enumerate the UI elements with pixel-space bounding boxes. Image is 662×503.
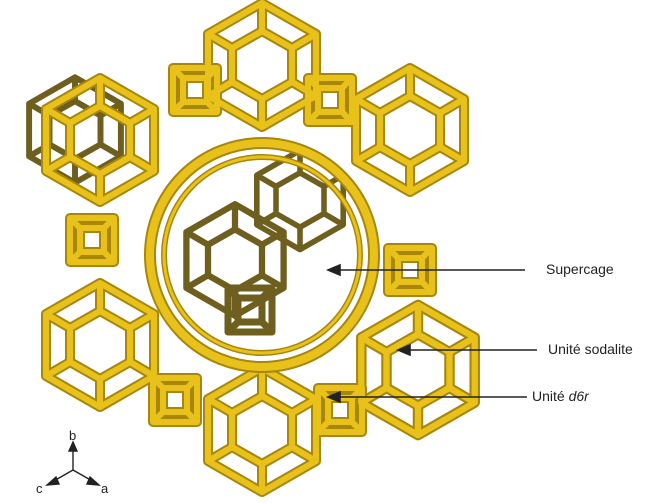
axis-label-a: a bbox=[101, 481, 109, 496]
axis-label-b: b bbox=[69, 428, 77, 443]
label-d6r-prefix: Unité bbox=[532, 388, 569, 404]
label-sodalite-unit: Unité sodalite bbox=[548, 341, 633, 357]
axis-triad bbox=[44, 440, 102, 486]
pointer-arrows bbox=[325, 263, 537, 404]
supercage-ring bbox=[144, 137, 380, 373]
label-d6r-unit: Unité d6r bbox=[532, 388, 589, 404]
axis-label-c: c bbox=[36, 481, 43, 496]
label-d6r-italic: d6r bbox=[568, 388, 589, 404]
label-supercage: Supercage bbox=[546, 261, 614, 277]
